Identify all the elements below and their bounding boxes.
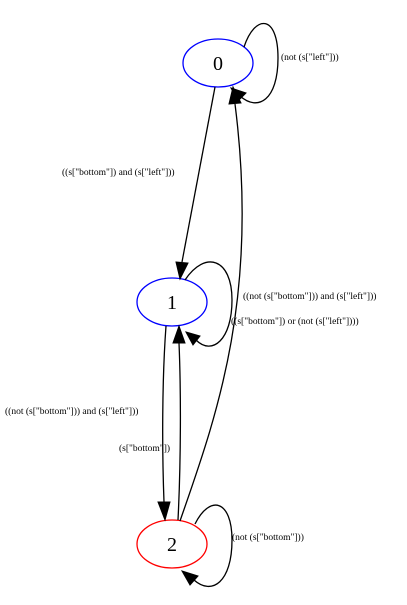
edge-1-to-1: ((s["bottom"]) or (not (s["left"]))) [184,261,359,347]
edge-2-to-0: ((not (s["bottom"])) and (s["left"])) [179,85,376,522]
edge-2-to-0-path [179,103,243,522]
edge-0-to-1-label: ((s["bottom"]) and (s["left"])) [62,167,175,178]
edge-2-to-1-path [177,342,182,521]
edge-0-to-0-path [239,22,279,104]
edge-1-to-1-label: ((s["bottom"]) or (not (s["left"]))) [231,316,359,327]
edge-2-to-1-arrowhead [172,324,186,344]
node-0-ellipse [182,38,254,88]
edge-1-to-2-label: ((not (s["bottom"])) and (s["left"])) [5,406,138,417]
node-2: 2 [136,519,208,569]
edge-2-to-0-arrowhead [228,85,242,105]
node-2-ellipse [136,519,208,569]
edge-1-to-2: ((not (s["bottom"])) and (s["left"])) [5,325,171,522]
edge-0-to-1-path [181,86,216,263]
edge-2-to-2-path [193,504,233,588]
edge-0-to-1: ((s["bottom"]) and (s["left"])) [62,86,216,281]
edge-1-to-1-arrowhead [184,331,201,346]
node-1-ellipse [136,277,208,327]
edge-2-to-2: (not (s["bottom"])) [180,504,304,588]
edge-0-to-0: (not (s["left"])) [229,22,339,104]
edge-0-to-0-label: (not (s["left"])) [281,52,339,63]
edge-2-to-1: (s["bottom"]) [119,324,186,521]
node-2-label: 2 [167,534,177,556]
edge-2-to-0-label: ((not (s["bottom"])) and (s["left"])) [243,291,376,302]
edge-2-to-2-arrowhead [180,570,199,586]
edge-1-to-1-path [184,261,233,347]
edge-2-to-1-label: (s["bottom"]) [119,443,170,454]
node-0: 0 [182,38,254,88]
node-1: 1 [136,277,208,327]
edge-0-to-1-arrowhead [175,261,189,281]
edge-2-to-2-label: (not (s["bottom"])) [232,532,304,543]
edge-1-to-2-path [162,325,167,503]
node-1-label: 1 [167,292,177,314]
edge-1-to-2-arrowhead [157,501,171,522]
node-0-label: 0 [213,53,223,75]
